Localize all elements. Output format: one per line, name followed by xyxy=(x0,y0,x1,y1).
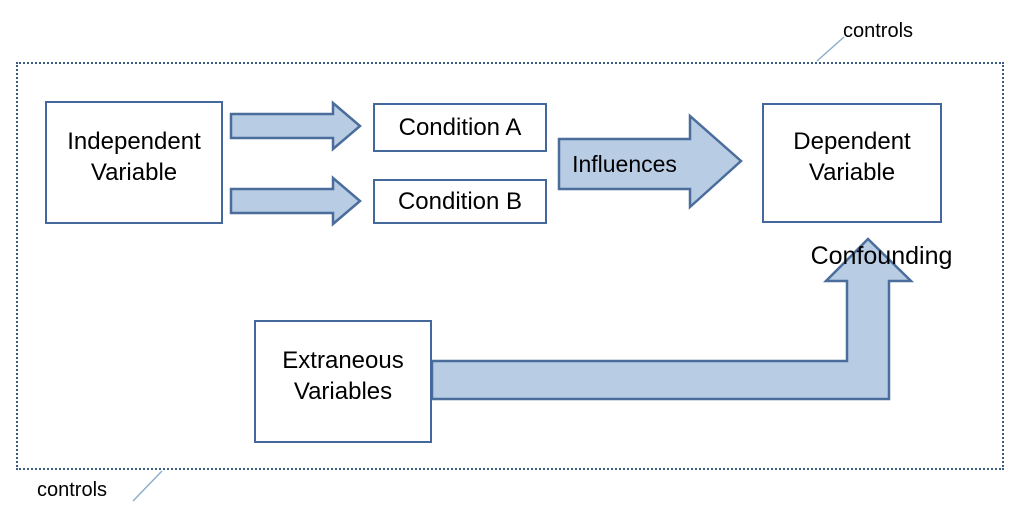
arrow-independent-to-condition-a xyxy=(229,100,362,152)
condition-b-label: Condition B xyxy=(397,188,523,215)
condition-b-box: Condition B xyxy=(373,179,547,224)
independent-variable-box: Independent Variable xyxy=(45,101,223,224)
controls-label-bottom: controls xyxy=(37,479,108,501)
extraneous-variables-line2: Variables xyxy=(293,377,393,405)
influences-arrow xyxy=(557,113,743,210)
controls-label-top: controls xyxy=(843,20,914,42)
confounding-arrow xyxy=(430,237,915,401)
arrow-independent-to-condition-b xyxy=(229,175,362,227)
controls-boundary-frame xyxy=(16,62,1004,470)
dependent-variable-line1: Dependent xyxy=(793,128,911,155)
independent-variable-line2: Variable xyxy=(90,158,178,186)
influences-label: Influences xyxy=(572,150,677,177)
confounding-label: Confounding xyxy=(810,242,953,270)
dependent-variable-box: Dependent Variable xyxy=(762,103,942,223)
extraneous-variables-box: Extraneous Variables xyxy=(254,320,432,443)
independent-variable-line1: Independent xyxy=(67,127,201,155)
extraneous-variables-line1: Extraneous xyxy=(282,346,404,374)
controls-leader-line-bottom xyxy=(132,470,163,502)
condition-a-label: Condition A xyxy=(398,114,522,141)
condition-a-box: Condition A xyxy=(373,103,547,152)
dependent-variable-line2: Variable xyxy=(808,159,896,186)
controls-leader-line-top xyxy=(816,36,845,62)
